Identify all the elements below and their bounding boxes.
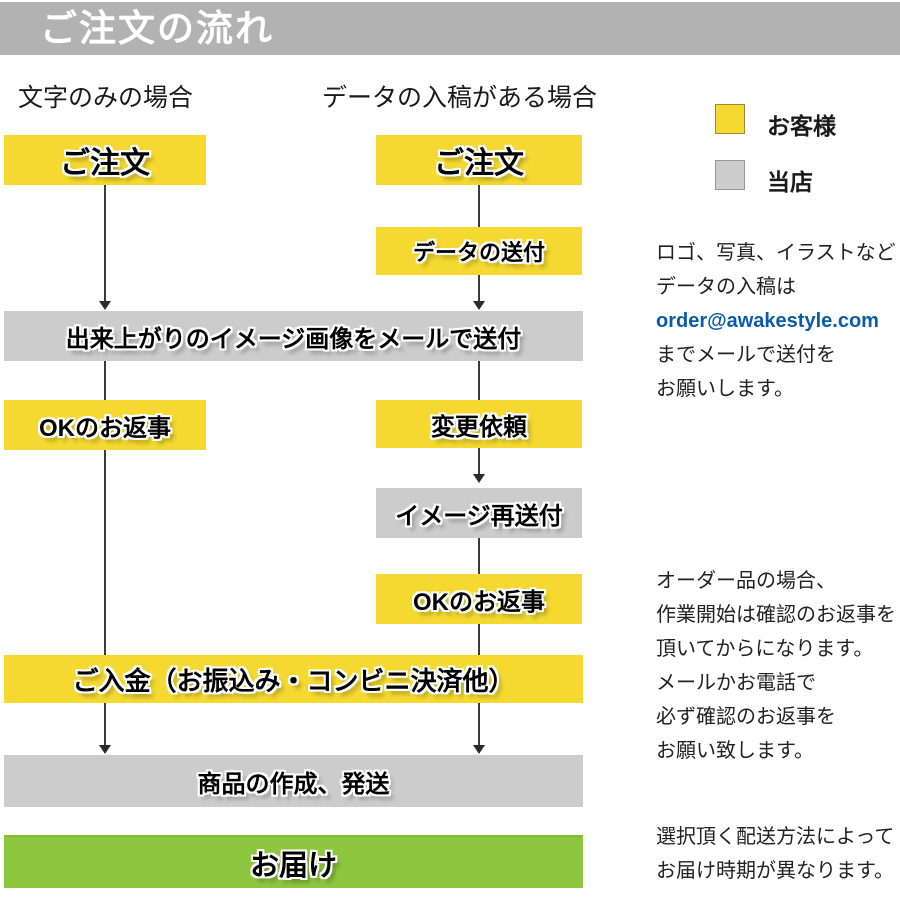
flow-box-label: 商品の作成、発送: [197, 770, 390, 798]
note-line: ロゴ、写真、イラストなど: [656, 242, 896, 264]
arrow-down-icon: [473, 745, 485, 754]
flow-connector: [478, 275, 480, 301]
legend-swatch-shop: [715, 160, 745, 190]
arrow-down-icon: [473, 301, 485, 310]
flow-box-label: 変更依頼: [431, 413, 527, 441]
page-title: ご注文の流れ: [40, 8, 274, 49]
legend-label-shop: 当店: [767, 169, 813, 195]
note-line: 作業開始は確認のお返事を: [656, 604, 896, 626]
flow-box-ok-reply-right: OKのお返事: [376, 574, 582, 624]
title-bar: ご注文の流れ: [0, 2, 900, 55]
legend-label-customer: お客様: [767, 113, 836, 139]
flow-box-order-left: ご注文: [4, 135, 206, 185]
note-delivery-timing: 選択頂く配送方法によって お届け時期が異なります。: [656, 820, 894, 888]
note-line: メールかお電話で: [656, 672, 816, 694]
flow-box-label: お届け: [249, 849, 337, 882]
flow-connector: [478, 361, 480, 400]
flow-connector: [478, 624, 480, 655]
note-line: 必ず確認のお返事を: [656, 706, 836, 728]
email-link[interactable]: order@awakestyle.com: [656, 310, 879, 332]
arrow-down-icon: [473, 474, 485, 483]
note-line: お願いします。: [656, 378, 794, 400]
flow-connector: [104, 450, 106, 655]
note-line: 選択頂く配送方法によって: [656, 826, 895, 848]
flow-box-production-shipping: 商品の作成、発送: [4, 755, 583, 807]
flow-connector: [104, 361, 106, 400]
flow-connector: [478, 703, 480, 745]
arrow-down-icon: [99, 745, 111, 754]
flow-box-label: イメージ再送付: [395, 502, 563, 530]
flow-box-change-request: 変更依頼: [376, 400, 582, 448]
note-line: までメールで送付を: [656, 344, 836, 366]
legend-swatch-customer: [715, 104, 745, 134]
flow-box-order-right: ご注文: [376, 135, 582, 185]
flow-connector: [478, 538, 480, 574]
flow-connector: [478, 448, 480, 474]
flow-connector: [104, 185, 106, 301]
flow-box-label: OKのお返事: [413, 588, 545, 616]
flow-box-data-send: データの送付: [376, 227, 582, 275]
flow-box-label: ご入金（お振込み・コンビニ決済他）: [72, 665, 515, 696]
column-header-text-only: 文字のみの場合: [18, 84, 194, 112]
note-data-upload: ロゴ、写真、イラストなど データの入稿は order@awakestyle.co…: [656, 236, 896, 406]
arrow-down-icon: [99, 301, 111, 310]
column-header-data-upload: データの入稿がある場合: [322, 84, 598, 112]
flow-box-ok-reply-left: OKのお返事: [4, 400, 206, 450]
flow-connector: [104, 703, 106, 745]
flow-box-label: ご注文: [434, 147, 524, 180]
note-order-confirmation: オーダー品の場合、 作業開始は確認のお返事を 頂いてからになります。 メールかお…: [656, 564, 896, 768]
flow-box-label: 出来上がりのイメージ画像をメールで送付: [65, 325, 522, 353]
flow-box-label: ご注文: [60, 147, 150, 180]
note-line: 頂いてからになります。: [656, 638, 874, 660]
flow-connector: [478, 185, 480, 227]
flow-box-label: OKのお返事: [39, 414, 171, 442]
note-line: オーダー品の場合、: [656, 570, 836, 592]
flow-box-payment: ご入金（お振込み・コンビニ決済他）: [4, 655, 583, 703]
note-line: お願い致します。: [656, 740, 814, 762]
flow-box-delivery: お届け: [4, 835, 583, 888]
note-line: お届け時期が異なります。: [656, 860, 894, 882]
flow-box-image-resend: イメージ再送付: [376, 488, 582, 538]
flow-box-image-mail: 出来上がりのイメージ画像をメールで送付: [4, 311, 583, 361]
flow-box-label: データの送付: [412, 240, 545, 265]
note-line: データの入稿は: [656, 276, 796, 298]
